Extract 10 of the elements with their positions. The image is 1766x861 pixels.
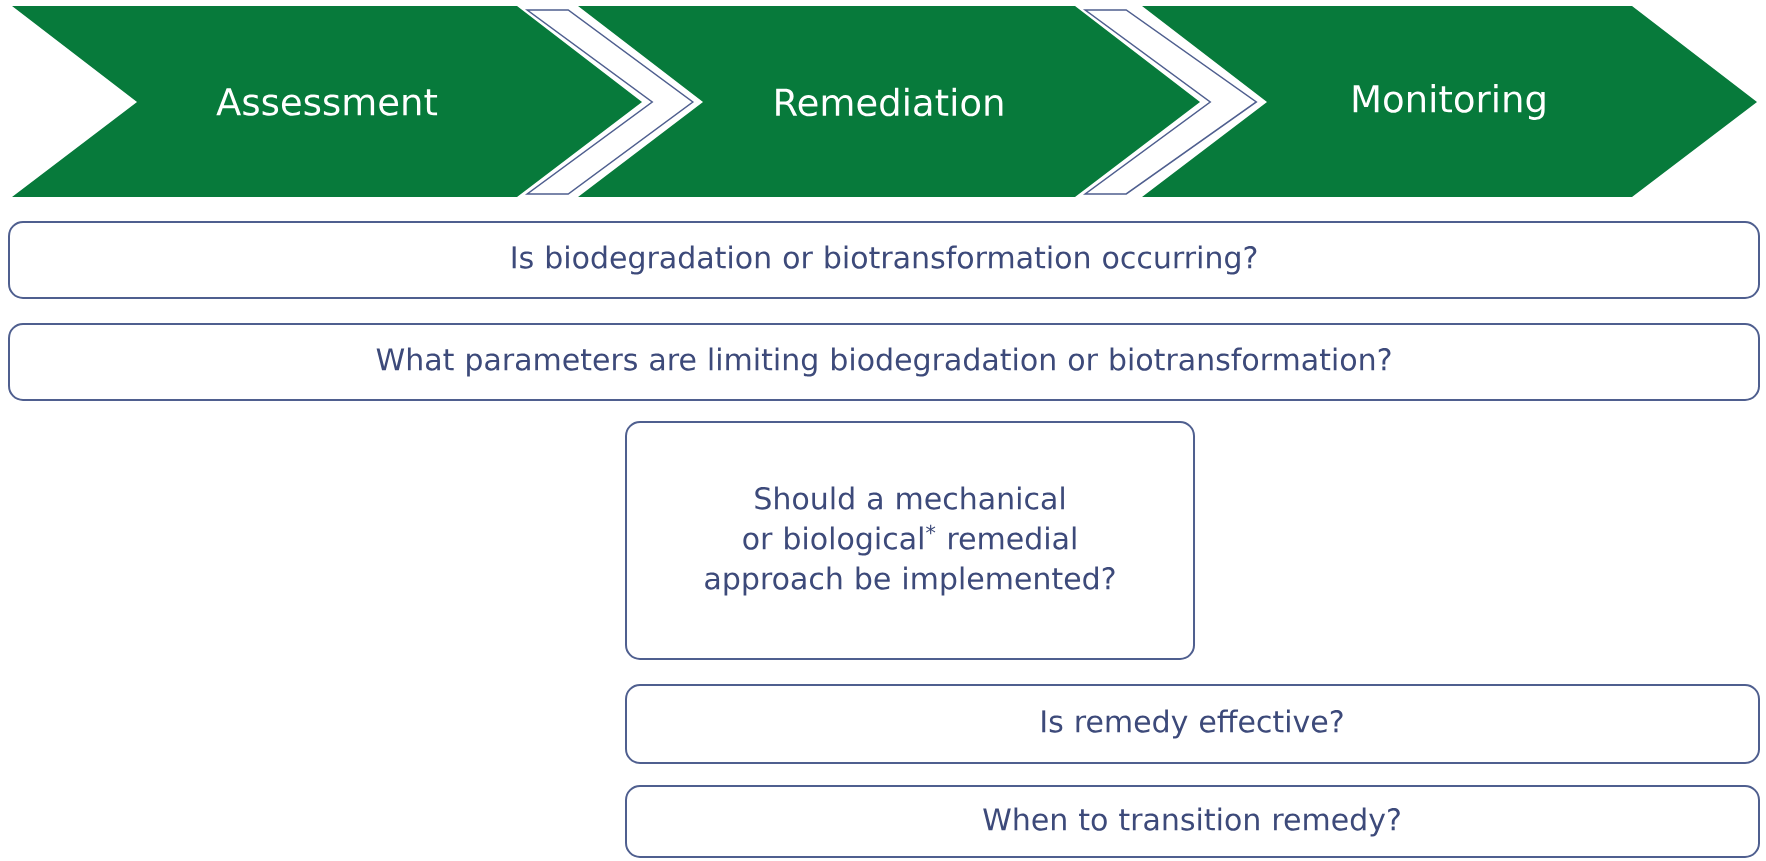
chevron-arrow	[1082, 9, 1258, 195]
chevron-step: Monitoring	[1142, 6, 1757, 197]
question-box: What parameters are limiting biodegradation or biotransformation?	[8, 323, 1760, 401]
question-box: Is biodegradation or biotransformation occurring?	[8, 221, 1760, 299]
chevron-step: Assessment	[12, 6, 642, 197]
question-box: Should a mechanical or biological$^{*}$ remedial approach be implemented?	[625, 421, 1195, 660]
question-box: Is remedy effective?	[625, 684, 1760, 764]
question-box: When to transition remedy?	[625, 785, 1760, 858]
chevron-arrow	[524, 9, 695, 195]
chevron-step: Remediation	[578, 6, 1200, 197]
